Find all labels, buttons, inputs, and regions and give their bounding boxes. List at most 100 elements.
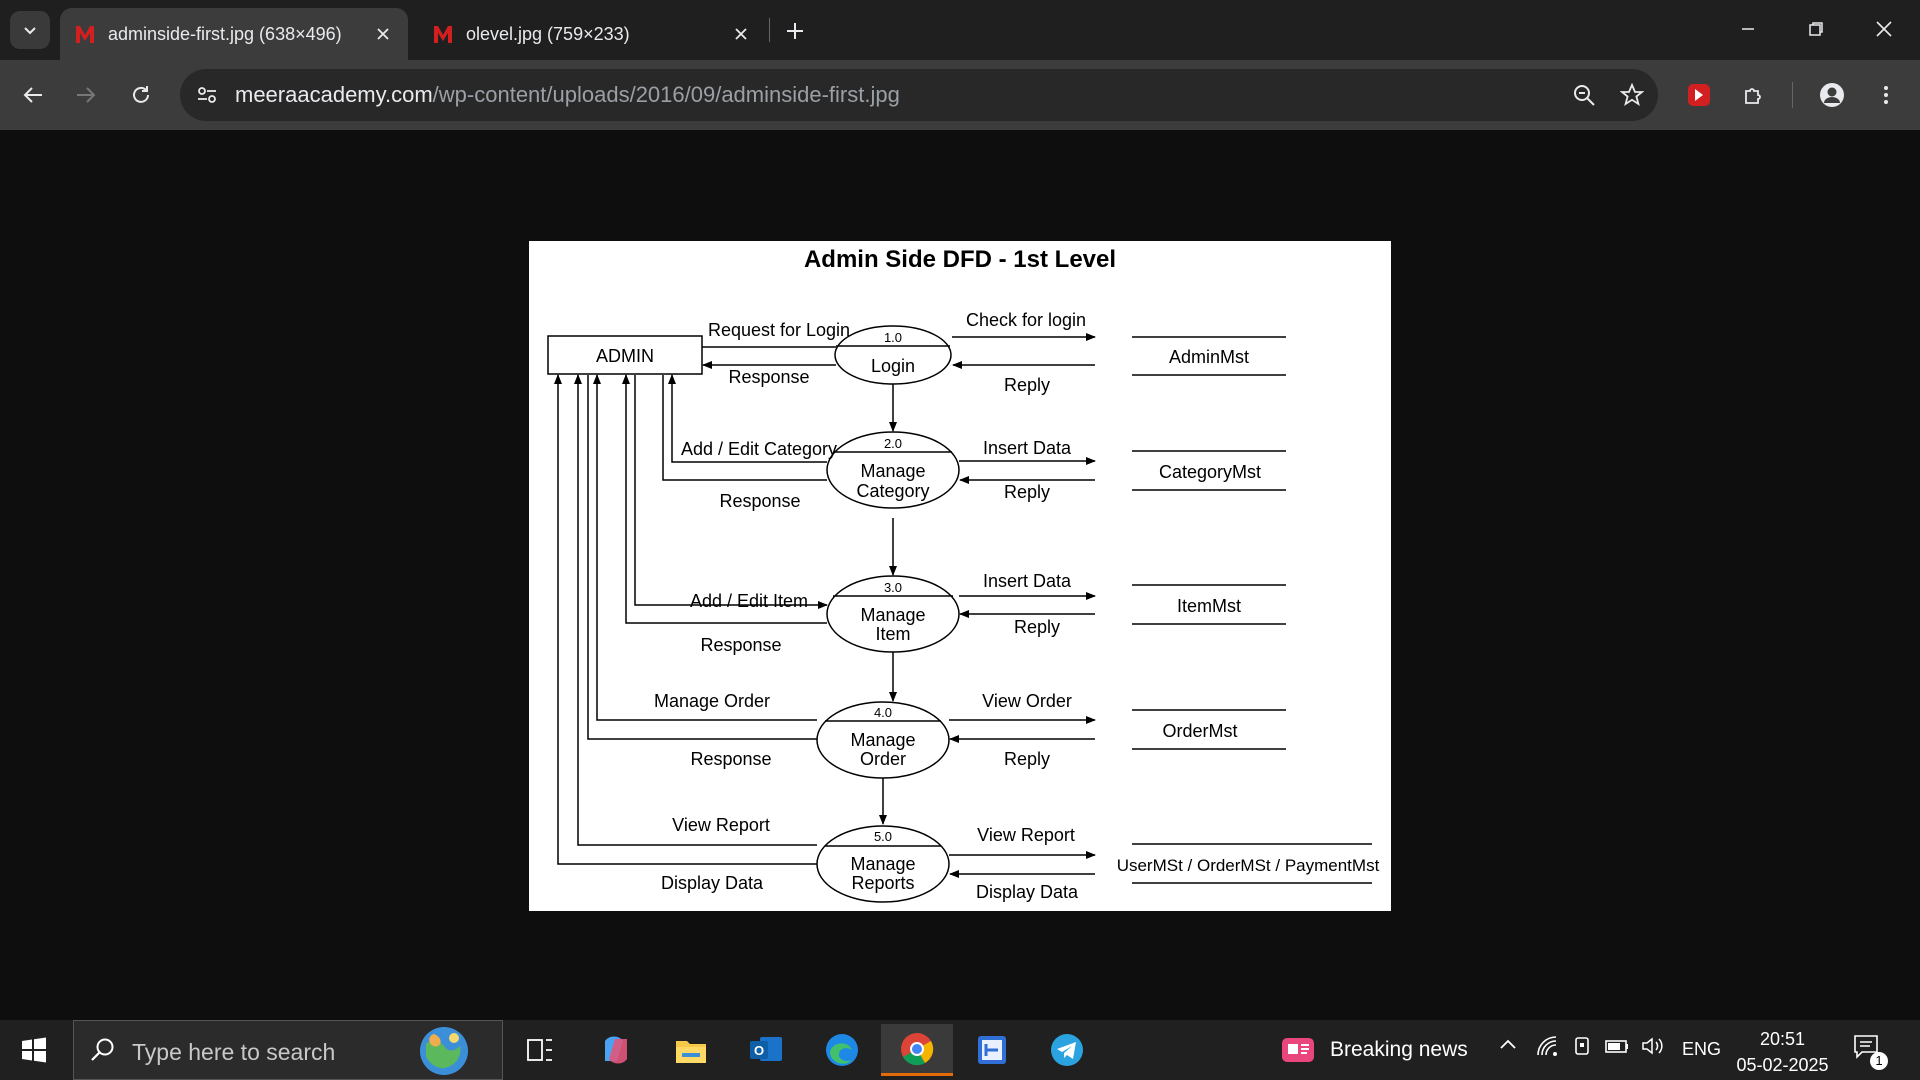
avatar-icon bbox=[1820, 83, 1844, 107]
process-manage-category: 2.0 Manage Category bbox=[826, 431, 960, 509]
page-viewport: Admin Side DFD - 1st Level ADMIN 1.0 Log… bbox=[0, 130, 1920, 1020]
battery-icon bbox=[1605, 1040, 1628, 1053]
process-label: Reports bbox=[851, 873, 914, 893]
start-button[interactable] bbox=[14, 1032, 54, 1068]
flow-label: Manage Order bbox=[654, 691, 770, 711]
app-tile-icon bbox=[978, 1036, 1006, 1064]
process-label: Item bbox=[875, 624, 910, 644]
arrow-right-icon bbox=[77, 87, 96, 103]
flow-label: Response bbox=[700, 635, 781, 655]
outlook-icon: O bbox=[750, 1037, 782, 1061]
process-number: 4.0 bbox=[874, 705, 892, 720]
admin-entity: ADMIN bbox=[547, 335, 703, 375]
toolbar-divider bbox=[1792, 82, 1793, 108]
extension-button[interactable] bbox=[1679, 75, 1719, 115]
close-icon[interactable] bbox=[730, 23, 752, 45]
url-path: /wp-content/uploads/2016/09/adminside-fi… bbox=[432, 82, 900, 107]
extension-red-icon bbox=[1688, 84, 1710, 106]
restore-button[interactable] bbox=[1782, 0, 1850, 58]
task-view-button[interactable] bbox=[504, 1024, 576, 1076]
kebab-menu-icon bbox=[1884, 86, 1888, 104]
tab-title: adminside-first.jpg (638×496) bbox=[108, 23, 342, 44]
arrow-left-icon bbox=[23, 87, 42, 103]
tab-adminside[interactable]: adminside-first.jpg (638×496) bbox=[60, 8, 408, 60]
clock[interactable]: 20:51 05-02-2025 bbox=[1730, 1026, 1835, 1078]
folder-icon bbox=[676, 1041, 706, 1063]
store-ordermst: OrderMst bbox=[1162, 721, 1237, 741]
tab-strip: adminside-first.jpg (638×496) olevel.jpg… bbox=[0, 0, 1920, 60]
restore-icon bbox=[1809, 22, 1823, 36]
flow-label: View Report bbox=[977, 825, 1075, 845]
taskbar-search-box[interactable]: Type here to search bbox=[73, 1020, 503, 1080]
minimize-icon bbox=[1742, 28, 1754, 30]
process-number: 3.0 bbox=[884, 580, 902, 595]
taskbar-file-explorer[interactable] bbox=[655, 1024, 727, 1076]
reload-icon bbox=[133, 86, 149, 103]
taskbar-edge[interactable] bbox=[806, 1024, 878, 1076]
url-text[interactable]: meeraacademy.com/wp-content/uploads/2016… bbox=[235, 82, 900, 108]
process-number: 1.0 bbox=[884, 330, 902, 345]
tab-olevel[interactable]: olevel.jpg (759×233) bbox=[418, 8, 766, 60]
notifications-button[interactable]: 1 bbox=[1852, 1032, 1892, 1070]
show-hidden-icons-button[interactable] bbox=[1498, 1035, 1518, 1060]
flow-label: Insert Data bbox=[983, 571, 1072, 591]
bookmark-button[interactable] bbox=[1612, 75, 1652, 115]
notification-badge: 1 bbox=[1870, 1052, 1888, 1070]
url-host: meeraacademy.com bbox=[235, 82, 433, 107]
flow-lines bbox=[554, 333, 1096, 878]
zoom-button[interactable] bbox=[1564, 75, 1604, 115]
back-button[interactable] bbox=[13, 75, 53, 115]
close-window-button[interactable] bbox=[1850, 0, 1918, 58]
taskbar-outlook[interactable]: O bbox=[730, 1024, 802, 1076]
flow-label: Add / Edit Item bbox=[690, 591, 808, 611]
windows-logo-icon bbox=[22, 1037, 46, 1063]
clock-time: 20:51 bbox=[1759, 1029, 1806, 1049]
taskbar-copilot[interactable] bbox=[580, 1024, 652, 1076]
close-icon bbox=[1876, 21, 1892, 37]
language-indicator[interactable]: ENG bbox=[1682, 1039, 1722, 1059]
store-adminmst: AdminMst bbox=[1169, 347, 1249, 367]
reload-button[interactable] bbox=[121, 75, 161, 115]
flow-labels: Request for Login Response Check for log… bbox=[654, 310, 1086, 902]
address-bar[interactable]: meeraacademy.com/wp-content/uploads/2016… bbox=[180, 69, 1658, 121]
minimize-button[interactable] bbox=[1714, 0, 1782, 58]
task-view-icon bbox=[527, 1039, 552, 1061]
forward-button[interactable] bbox=[66, 75, 106, 115]
news-icon bbox=[1282, 1038, 1314, 1062]
device-button[interactable] bbox=[1572, 1035, 1592, 1062]
process-label: Login bbox=[871, 356, 915, 376]
process-label: Manage bbox=[850, 854, 915, 874]
volume-icon bbox=[1642, 1037, 1663, 1055]
process-label: Manage bbox=[860, 605, 925, 625]
admin-label: ADMIN bbox=[596, 346, 654, 366]
flow-label: Insert Data bbox=[983, 438, 1072, 458]
new-tab-button[interactable] bbox=[780, 16, 810, 46]
notification-icon bbox=[1854, 1035, 1878, 1059]
store-itemmst: ItemMst bbox=[1177, 596, 1241, 616]
star-icon bbox=[1620, 83, 1644, 107]
dfd-image: Admin Side DFD - 1st Level ADMIN 1.0 Log… bbox=[529, 241, 1391, 911]
taskbar-app-blue[interactable] bbox=[956, 1024, 1028, 1076]
process-manage-reports: 5.0 Manage Reports bbox=[816, 825, 950, 903]
battery-button[interactable] bbox=[1604, 1035, 1630, 1062]
menu-button[interactable] bbox=[1866, 75, 1906, 115]
chevron-down-icon bbox=[24, 27, 36, 35]
flow-label: Response bbox=[728, 367, 809, 387]
tab-search-button[interactable] bbox=[10, 11, 50, 49]
browser-toolbar: meeraacademy.com/wp-content/uploads/2016… bbox=[0, 60, 1920, 130]
windows-taskbar: Type here to search O Breaking news bbox=[0, 1020, 1920, 1080]
close-icon[interactable] bbox=[372, 23, 394, 45]
news-text: Breaking news bbox=[1330, 1038, 1468, 1061]
edge-icon bbox=[826, 1034, 858, 1066]
site-settings-icon[interactable] bbox=[196, 84, 218, 106]
volume-button[interactable] bbox=[1640, 1035, 1666, 1062]
profile-button[interactable] bbox=[1812, 75, 1852, 115]
news-widget[interactable]: Breaking news bbox=[1280, 1032, 1468, 1068]
extensions-menu-button[interactable] bbox=[1734, 75, 1774, 115]
svg-text:O: O bbox=[754, 1043, 764, 1058]
taskbar-chrome[interactable] bbox=[881, 1024, 953, 1076]
meera-m-icon bbox=[76, 26, 94, 43]
network-button[interactable] bbox=[1536, 1035, 1560, 1062]
taskbar-telegram[interactable] bbox=[1031, 1024, 1103, 1076]
device-icon bbox=[1575, 1037, 1589, 1055]
